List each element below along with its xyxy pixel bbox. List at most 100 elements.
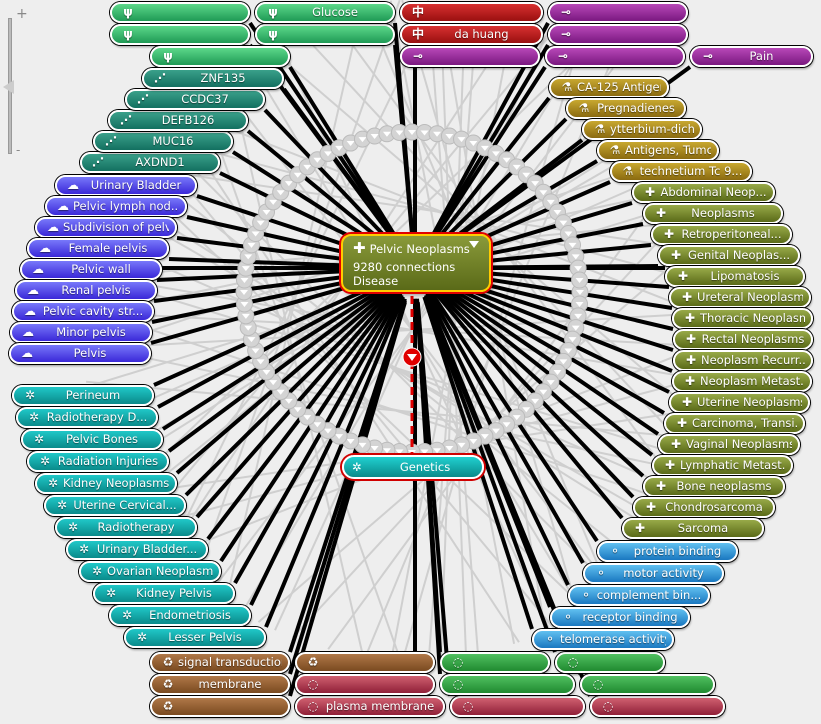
node-disease[interactable]: ✚Neoplasm Recurr... [673, 350, 813, 371]
node-food[interactable]: ψ [110, 24, 250, 45]
node-label: Pelvic lymph nod... [73, 199, 179, 213]
zoom-in-icon[interactable]: + [16, 6, 28, 22]
node-chemical[interactable]: ⚗ytterbium-dichlo... [582, 119, 702, 140]
function-icon: ⚬ [544, 632, 556, 646]
node-pathway[interactable]: ♻membrane [150, 674, 290, 695]
node-disease[interactable]: ✚Abdominal Neop... [632, 182, 775, 203]
zoom-out-icon[interactable]: - [16, 143, 21, 157]
process-icon: ✲ [78, 542, 90, 556]
node-symptom[interactable]: ⊸ [548, 2, 688, 23]
node-disease[interactable]: ✚Rectal Neoplasms [673, 329, 813, 350]
node-chemical[interactable]: ⚗technetium Tc 9... [610, 161, 752, 182]
node-component2[interactable]: ◌ [555, 652, 665, 673]
zoom-thumb[interactable] [3, 80, 14, 94]
node-process[interactable]: ✲Kidney Pelvis [93, 583, 235, 604]
node-chemical[interactable]: ⚗Antigens, Tumor... [597, 140, 719, 161]
disease-icon: ✚ [664, 458, 676, 472]
node-disease[interactable]: ✚Uterine Neoplasms [669, 392, 810, 413]
node-function[interactable]: ⚬complement bin... [568, 585, 710, 606]
node-process[interactable]: ✲Kidney Neoplasms [35, 473, 177, 494]
expand-arrow-icon [502, 422, 511, 428]
node-component[interactable]: ◌plasma membrane [295, 696, 445, 717]
node-process[interactable]: ✲Lesser Pelvis [124, 627, 266, 648]
node-symptom[interactable]: ⊸ [545, 46, 685, 67]
node-anatomy[interactable]: ☁Pelvic cavity str... [12, 301, 154, 322]
node-pathway[interactable]: ♻signal transduction [150, 652, 290, 673]
node-label: signal transduction [178, 655, 282, 669]
node-gene[interactable]: ⋰AXDND1 [80, 152, 220, 173]
node-component2[interactable]: ◌ [580, 674, 715, 695]
node-component[interactable]: ◌ [450, 696, 585, 717]
node-function[interactable]: ⚬motor activity [583, 563, 724, 584]
node-symptom[interactable]: ⊸ [548, 24, 688, 45]
node-disease[interactable]: ✚Sarcoma [622, 518, 764, 539]
node-gene[interactable]: ⋰DEFB126 [108, 110, 248, 131]
node-component[interactable]: ◌ [590, 696, 725, 717]
process-icon: ✲ [105, 586, 117, 600]
node-food[interactable]: ψ [255, 24, 395, 45]
node-disease[interactable]: ✚Vaginal Neoplasms [658, 434, 800, 455]
node-disease[interactable]: ✚Neoplasms [643, 203, 783, 224]
node-gene[interactable]: ⋰CCDC37 [125, 89, 265, 110]
node-anatomy[interactable]: ☁Minor pelvis [10, 322, 152, 343]
node-disease[interactable]: ✚Neoplasm Metast... [672, 371, 812, 392]
node-function[interactable]: ⚬protein binding [597, 541, 738, 562]
node-disease[interactable]: ✚Retroperitoneal... [651, 224, 792, 245]
node-anatomy[interactable]: ☁Female pelvis [27, 238, 169, 259]
node-disease[interactable]: ✚Ureteral Neoplasms [669, 287, 811, 308]
node-label: da huang [454, 27, 509, 41]
node-anatomy[interactable]: ☁Renal pelvis [15, 280, 157, 301]
node-disease[interactable]: ✚Genital Neoplas... [658, 245, 800, 266]
node-gene[interactable]: ⋰MUC16 [93, 131, 233, 152]
node-anatomy[interactable]: ☁Pelvis [9, 343, 151, 364]
node-chemical[interactable]: ⚗Pregnadienes [566, 98, 686, 119]
node-disease[interactable]: ✚Carcinoma, Transi... [664, 413, 805, 434]
node-disease[interactable]: ✚Chondrosarcoma [633, 497, 775, 518]
node-symptom[interactable]: ⊸Pain [690, 46, 813, 67]
node-label: complement bin... [596, 588, 702, 602]
chemical-icon: ⚗ [609, 143, 621, 157]
node-function[interactable]: ⚬receptor binding [550, 607, 690, 628]
node-process[interactable]: ✲Endometriosis [109, 605, 251, 626]
node-disease[interactable]: ✚Lipomatosis [665, 266, 805, 287]
node-component2[interactable]: ◌ [440, 674, 575, 695]
expand-arrow-icon [469, 141, 478, 147]
node-disease[interactable]: ✚Lymphatic Metast... [652, 455, 793, 476]
node-function[interactable]: ⚬telomerase activity [532, 629, 674, 650]
node-disease[interactable]: ✚Bone neoplasms [643, 476, 785, 497]
node-component[interactable]: ◌ [295, 674, 435, 695]
node-process[interactable]: ✲Radiotherapy [55, 517, 197, 538]
center-node[interactable]: ✚Pelvic Neoplasms 9280 connections Disea… [341, 234, 491, 292]
node-process[interactable]: ✲Perineum [12, 385, 154, 406]
node-anatomy[interactable]: ☁Pelvic wall [20, 259, 162, 280]
node-food[interactable]: ψ [110, 2, 250, 23]
node-anatomy[interactable]: ☁Pelvic lymph nod... [45, 196, 187, 217]
node-food[interactable]: ψ [150, 46, 290, 67]
node-process[interactable]: ✲Radiation Injuries [27, 451, 169, 472]
node-process[interactable]: ✲Urinary Bladder... [66, 539, 208, 560]
node-process[interactable]: ✲Pelvic Bones [21, 429, 163, 450]
node-pathway[interactable]: ♻ [150, 696, 290, 717]
food-icon: ψ [123, 27, 133, 41]
node-process[interactable]: ✲Radiotherapy D... [16, 407, 158, 428]
node-gene[interactable]: ⋰ZNF135 [142, 68, 284, 89]
node-anatomy[interactable]: ☁Urinary Bladder [55, 175, 197, 196]
focus-node-genetics[interactable]: ✲ Genetics [342, 455, 484, 479]
process-icon: ✲ [67, 520, 79, 534]
pathway-icon: ♻ [162, 677, 174, 691]
node-symptom[interactable]: ⊸ [400, 46, 540, 67]
node-tcm[interactable]: 中 [400, 2, 543, 23]
node-process[interactable]: ✲Uterine Cervical... [44, 495, 186, 516]
node-component2[interactable]: ◌ [440, 652, 550, 673]
node-anatomy[interactable]: ☁Subdivision of pelvis [35, 217, 177, 238]
node-process[interactable]: ✲Ovarian Neoplasms [79, 561, 221, 582]
node-disease[interactable]: ✚Thoracic Neoplasms [672, 308, 813, 329]
node-pathway[interactable]: ♻ [295, 652, 435, 673]
expand-arrow-icon [313, 422, 322, 428]
node-chemical[interactable]: ⚗CA-125 Antigen [549, 77, 669, 98]
node-label: Pelvic cavity str... [42, 304, 144, 318]
disease-icon: ✚ [670, 248, 682, 262]
dropdown-arrow-icon[interactable] [469, 241, 479, 248]
